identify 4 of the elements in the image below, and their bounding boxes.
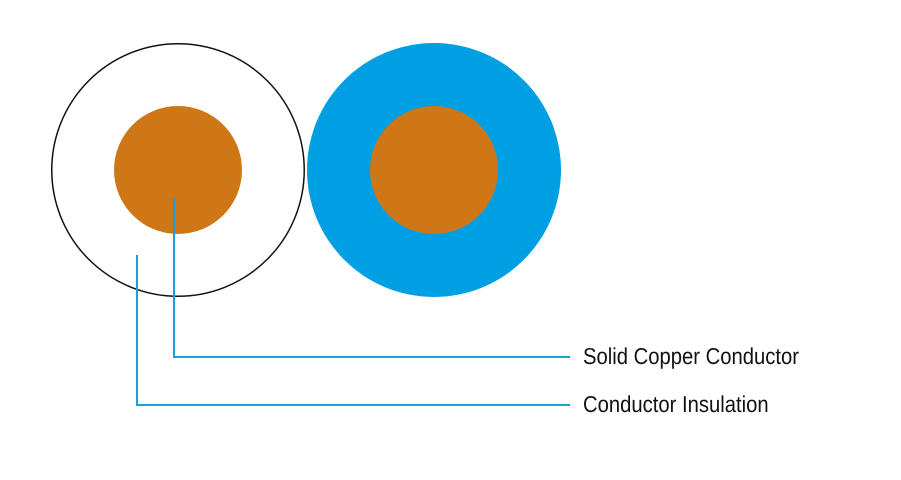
leader-line [136, 255, 570, 406]
part-label: Solid Copper Conductor [583, 342, 800, 370]
leader-line [173, 198, 570, 358]
part-label: Conductor Insulation [583, 390, 769, 418]
